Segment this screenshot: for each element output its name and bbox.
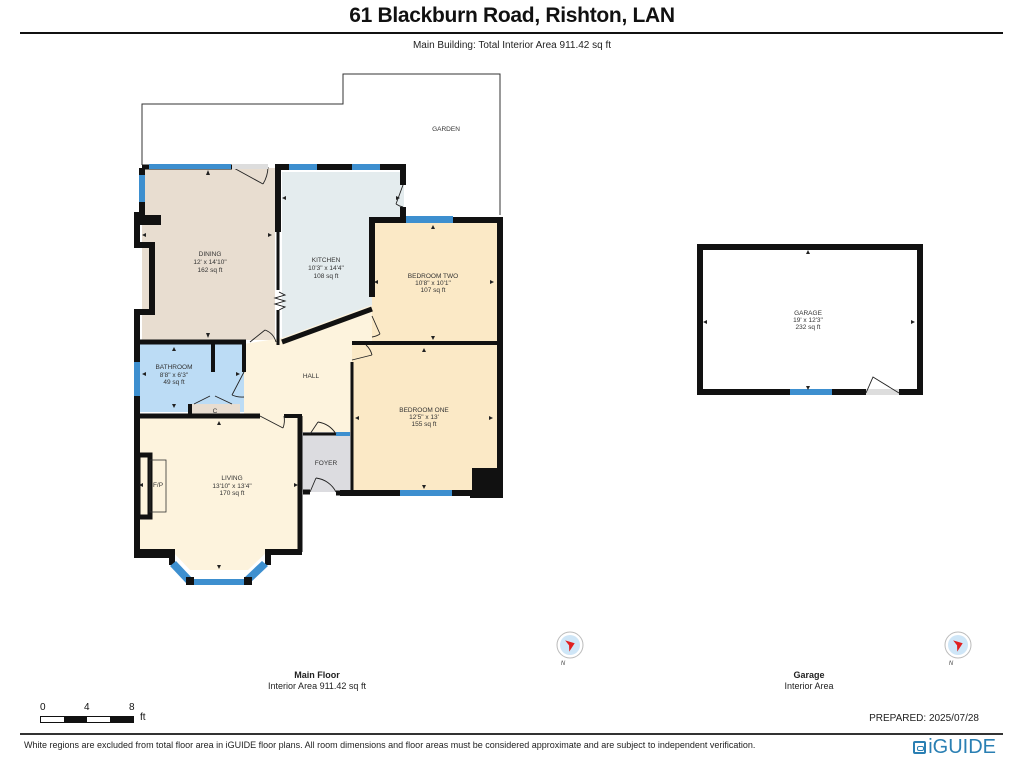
bathroom-label: BATHROOM xyxy=(155,364,192,371)
dining-area: 162 sq ft xyxy=(198,267,223,274)
kitchen-dims: 10'3" x 14'4" xyxy=(308,265,344,272)
garage-area: 232 sq ft xyxy=(796,324,821,331)
garage-floor-area: Interior Area xyxy=(784,681,834,691)
bedroom-two-room[interactable] xyxy=(372,222,497,342)
svg-text:N: N xyxy=(561,661,566,667)
living-area: 170 sq ft xyxy=(220,490,245,497)
disclaimer-text: White regions are excluded from total fl… xyxy=(24,740,756,750)
scale-unit: ft xyxy=(140,712,146,723)
header-divider xyxy=(20,32,1003,34)
closet-room[interactable] xyxy=(190,404,240,415)
garden-outline xyxy=(141,73,501,215)
main-floor-name: Main Floor xyxy=(294,670,340,680)
prepared-date: PREPARED: 2025/07/28 xyxy=(869,713,979,724)
iguide-logo-icon xyxy=(913,741,927,754)
scale-tick-8: 8 xyxy=(129,702,135,713)
bathroom-room[interactable] xyxy=(140,344,244,412)
footer-divider xyxy=(20,733,1003,735)
walls xyxy=(134,164,503,565)
scale-bar-graphic xyxy=(40,716,134,723)
bedroom-two-label: BEDROOM TWO xyxy=(408,273,458,280)
foyer-room[interactable] xyxy=(302,432,352,492)
bedroom-one-label: BEDROOM ONE xyxy=(399,407,449,414)
compass-icon-main: N xyxy=(556,631,584,667)
bay-corners xyxy=(186,577,252,585)
dining-dims: 12' x 14'10" xyxy=(193,259,227,266)
garage-window xyxy=(790,389,832,395)
garage-door xyxy=(865,376,900,394)
living-room[interactable] xyxy=(140,418,302,570)
scale-tick-4: 4 xyxy=(84,702,90,713)
bathroom-area: 49 sq ft xyxy=(163,379,185,386)
bedroom-one-dims: 12'5" x 13' xyxy=(409,414,439,421)
bedroom-two-area: 107 sq ft xyxy=(421,287,446,294)
garden-label: GARDEN xyxy=(432,126,460,133)
radiator-icon xyxy=(273,291,287,311)
dimension-markers xyxy=(139,170,915,569)
garage-door-opening xyxy=(866,389,899,395)
scale-tick-0: 0 xyxy=(40,702,46,713)
page-title: 61 Blackburn Road, Rishton, LAN xyxy=(349,4,675,27)
living-dims: 13'10" x 13'4" xyxy=(212,483,252,490)
garage-room[interactable] xyxy=(697,244,923,395)
bedroom-two-dims: 10'8" x 10'1" xyxy=(415,280,451,287)
foyer-label: FOYER xyxy=(315,460,338,467)
hall-label: HALL xyxy=(303,373,320,380)
fireplace-label: F/P xyxy=(153,482,163,489)
dining-door-threshold xyxy=(232,164,268,169)
kitchen-room[interactable] xyxy=(282,172,404,338)
kitchen-area: 108 sq ft xyxy=(314,273,339,280)
svg-text:N: N xyxy=(949,661,954,667)
dining-room[interactable] xyxy=(142,168,275,340)
hall-room[interactable] xyxy=(244,305,372,432)
closet-label: C xyxy=(213,408,218,415)
kitchen-label: KITCHEN xyxy=(312,257,341,264)
iguide-logo: iGUIDE xyxy=(913,736,996,759)
garage-dims: 19' x 12'3" xyxy=(793,317,823,324)
bedroom-one-area: 155 sq ft xyxy=(412,421,437,428)
main-floor-label: Main Floor Interior Area 911.42 sq ft xyxy=(217,670,417,692)
garage-label: GARAGE xyxy=(794,310,822,317)
total-area-subtitle: Main Building: Total Interior Area 911.4… xyxy=(412,40,612,51)
main-floor-area: Interior Area 911.42 sq ft xyxy=(268,681,366,691)
iguide-logo-text: iGUIDE xyxy=(928,736,996,758)
garage-floor-label: Garage Interior Area xyxy=(709,670,909,692)
bedroom-one-room[interactable] xyxy=(352,345,497,492)
compass-icon-garage: N xyxy=(944,631,972,667)
living-label: LIVING xyxy=(221,475,242,482)
bathroom-dims: 8'8" x 6'3" xyxy=(160,372,189,379)
dining-label: DINING xyxy=(199,251,222,258)
garage-floor-name: Garage xyxy=(793,670,825,680)
